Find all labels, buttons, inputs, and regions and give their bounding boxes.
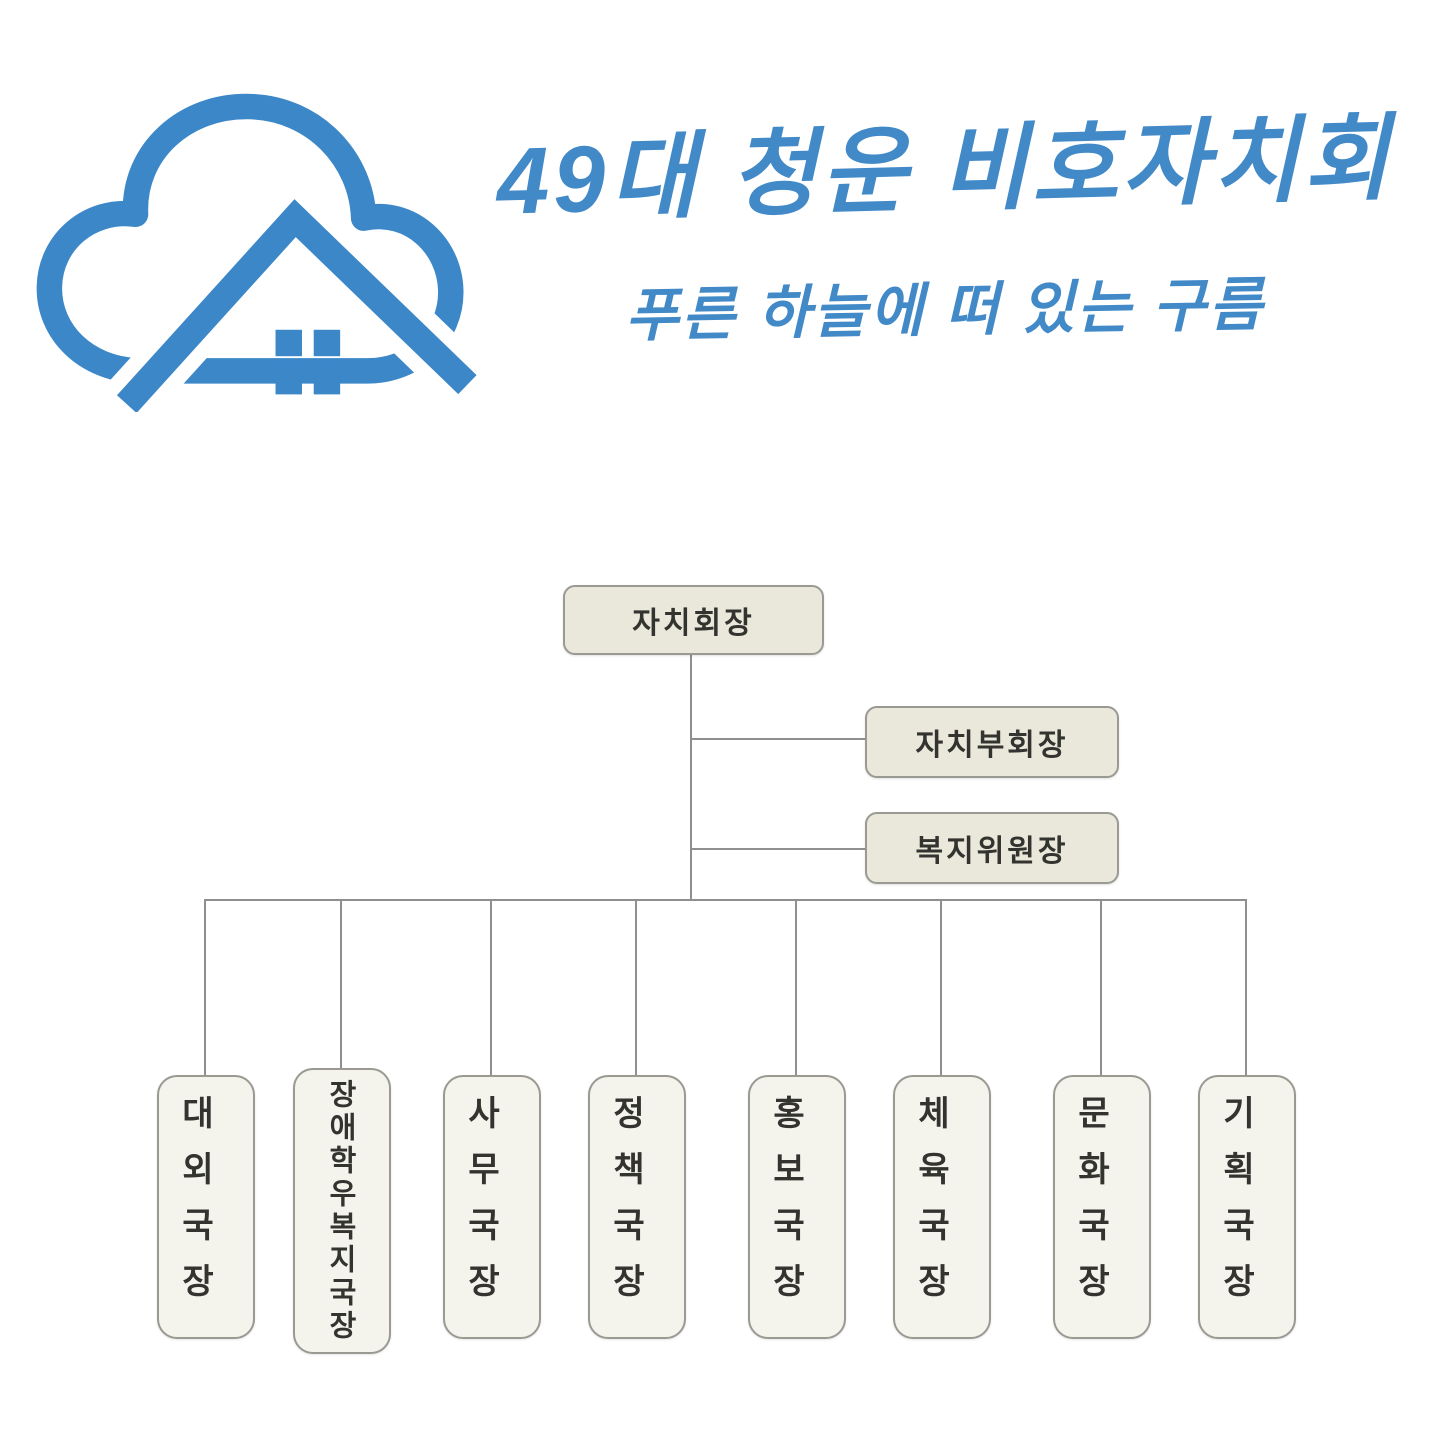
org-node-vice-president-label: 자치부회장 [915, 729, 1069, 762]
org-node-department: 장애학우복지국장 [293, 1068, 391, 1354]
house-roof-icon [116, 199, 477, 412]
org-node-department-label: 기획국장 [1216, 1095, 1255, 1319]
org-node-department: 대외국장 [157, 1075, 255, 1339]
connector-drop-line [940, 899, 942, 1076]
org-node-vice-president: 자치부회장 [865, 706, 1119, 778]
org-node-department: 체육국장 [893, 1075, 991, 1339]
org-node-welfare-chair: 복지위원장 [865, 812, 1119, 884]
org-node-department: 홍보국장 [748, 1075, 846, 1339]
org-node-department-label: 정책국장 [606, 1095, 645, 1319]
org-node-department: 문화국장 [1053, 1075, 1151, 1339]
connector-line-president [690, 650, 692, 900]
org-node-department-label: 장애학우복지국장 [324, 1079, 356, 1343]
org-node-president: 자치회장 [563, 585, 824, 655]
connector-drop-line [204, 899, 206, 1076]
org-node-department-label: 문화국장 [1071, 1095, 1110, 1319]
connector-drop-line [795, 899, 797, 1076]
connector-drop-line [1100, 899, 1102, 1076]
connector-drop-line [340, 899, 342, 1076]
org-node-department-label: 사무국장 [461, 1095, 500, 1319]
cloud-house-logo-svg [36, 93, 480, 412]
connector-drop-line [490, 899, 492, 1076]
org-node-department: 사무국장 [443, 1075, 541, 1339]
connector-drop-line [635, 899, 637, 1076]
connector-drop-line [1245, 899, 1247, 1076]
org-node-department: 기획국장 [1198, 1075, 1296, 1339]
connector-line-welfare-chair [691, 848, 865, 850]
org-node-department: 정책국장 [588, 1075, 686, 1339]
org-node-welfare-chair-label: 복지위원장 [915, 835, 1069, 868]
connector-line-vice-president [691, 738, 865, 740]
org-node-department-label: 홍보국장 [766, 1095, 805, 1319]
cloud-outline [36, 93, 464, 384]
cloud-house-logo [28, 40, 480, 412]
house-window-icon [275, 329, 341, 395]
org-node-president-label: 자치회장 [632, 607, 755, 640]
org-node-department-label: 체육국장 [911, 1095, 950, 1319]
org-node-department-label: 대외국장 [175, 1095, 214, 1319]
connector-line-departments [204, 899, 1247, 901]
